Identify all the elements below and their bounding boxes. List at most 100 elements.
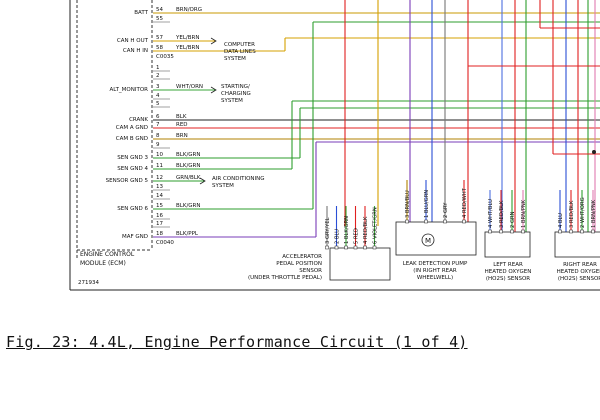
wire-label: YEL/BRN <box>175 45 199 51</box>
pin-label: CAM A GND <box>116 125 148 131</box>
terminal <box>580 229 584 234</box>
pin-label: SEN GND 4 <box>117 166 148 172</box>
wire-label: BLK <box>176 114 187 120</box>
component-wire-label: 2 GRY <box>443 202 449 218</box>
computer-note: COMPUTER DATA LINES SYSTEM <box>224 42 256 62</box>
ecm-title-1: ENGINE CONTROL <box>80 251 135 258</box>
pin-number: 8 <box>156 133 160 139</box>
splice-dot <box>592 150 596 154</box>
component-label: SENSOR <box>299 268 322 274</box>
component-box <box>554 231 600 258</box>
wire-label: RED <box>176 122 188 128</box>
wire-label: BLK/GRN <box>176 203 201 209</box>
pin-number: 17 <box>156 221 163 227</box>
figure-caption: Fig. 23: 4.4L, Engine Performance Circui… <box>6 333 468 351</box>
ecm-pin-10: SEN GND 3 10 BLK/GRN <box>117 152 200 161</box>
pin-label: BATT <box>134 10 148 16</box>
wire-label: BLK/PPL <box>176 231 199 237</box>
computer-note-1: COMPUTER <box>224 42 255 48</box>
terminal <box>499 229 503 234</box>
wire-label: BLK/GRN <box>176 163 201 169</box>
aircon-note-1: AIR CONDITIONING <box>212 176 265 182</box>
ecm-pin-55: 55 <box>153 16 170 23</box>
pin-number: 10 <box>156 152 163 158</box>
pin-number: 16 <box>156 213 163 219</box>
aircon-note-2: SYSTEM <box>212 183 234 189</box>
component-label: RIGHT REAR <box>563 262 597 268</box>
pin-number: 58 <box>156 45 163 51</box>
component-wire-label: 5 RED <box>354 228 360 244</box>
pin-number: 6 <box>156 114 160 120</box>
terminal <box>558 229 562 234</box>
ecm-pin-9: 9 <box>153 142 170 149</box>
component-wire-label: 1 BRN/PNK <box>591 199 597 228</box>
component-label: WHEELWELL) <box>417 275 453 281</box>
pin-label: CAN H OUT <box>117 38 149 44</box>
ecm-pin-4: 4 <box>153 93 170 100</box>
terminal <box>521 229 525 234</box>
component-label: PEDAL POSITION <box>276 261 322 267</box>
wire-label: BLK/GRN <box>176 152 201 158</box>
component-wire-label: 1 BLK/GRN <box>344 216 350 244</box>
pin-number: 11 <box>156 163 163 169</box>
wire-label: BRN/ORG <box>176 7 202 13</box>
starting-note-3: SYSTEM <box>221 98 243 104</box>
component-wire-label: 4 RED/WHT <box>462 187 468 218</box>
pin-number: 2 <box>156 73 160 79</box>
ref-number: 271934 <box>78 280 99 286</box>
terminal <box>569 229 573 234</box>
terminal <box>405 219 409 224</box>
ecm-pin-14: 14 <box>153 193 170 200</box>
component-wire-label: 2 GRN <box>510 211 516 228</box>
pin-number: 4 <box>156 93 160 99</box>
component-label: HEATED OXYGEN <box>557 269 600 275</box>
arrow-icon <box>210 37 217 45</box>
ecm-title-2: MODULE (ECM) <box>80 260 126 267</box>
component-wire-label: 1 BLU/GRN <box>424 190 430 218</box>
component-box <box>395 221 477 256</box>
starting-note-1: STARTING/ <box>221 84 250 90</box>
pin-number: 54 <box>156 7 163 13</box>
motor-icon-glyph: M <box>425 237 431 245</box>
pin-number: 13 <box>156 184 163 190</box>
component-label: ACCELERATOR <box>282 254 322 260</box>
component-wire-label: 4 RED/BLK <box>363 216 369 244</box>
component-wire-label: 3 RED/BLK <box>569 200 575 228</box>
computer-note-3: SYSTEM <box>224 56 246 62</box>
terminal <box>591 229 595 234</box>
terminal <box>353 245 358 250</box>
terminal <box>334 245 339 250</box>
pin-label: CAN H IN <box>123 48 148 54</box>
pin-number: 1 <box>156 65 160 71</box>
ecm-pin-58: CAN H IN 58 YEL/BRN <box>123 45 200 54</box>
ecm-pin-5: 5 <box>153 101 170 108</box>
terminal <box>443 219 447 224</box>
pin-label: SEN GND 3 <box>117 155 148 161</box>
pin-number: 57 <box>156 35 163 41</box>
pin-label: CRANK <box>129 117 148 123</box>
ecm-pin-C0040: C0040 <box>156 240 174 246</box>
terminal <box>424 219 428 224</box>
wire-label: GRN/BLK <box>176 175 201 181</box>
component-box <box>329 247 391 281</box>
terminal <box>488 229 492 234</box>
terminal <box>363 245 367 250</box>
aircon-note: AIR CONDITIONING SYSTEM <box>212 176 265 189</box>
component-wire-label: 3 GRY/YEL <box>325 217 331 244</box>
component-wire-label: 4 BLU <box>558 213 564 228</box>
terminal <box>462 219 466 224</box>
pin-number: 55 <box>156 16 163 22</box>
component-label: (HO2S) SENSOR <box>558 276 600 282</box>
ecm-pin-1: 1 <box>153 65 170 72</box>
pin-number: 7 <box>156 122 160 128</box>
pin-number: C0040 <box>156 240 174 246</box>
component-wire-label: 4 WHT/BLU <box>488 199 494 228</box>
starting-note: STARTING/ CHARGING SYSTEM <box>221 84 251 104</box>
